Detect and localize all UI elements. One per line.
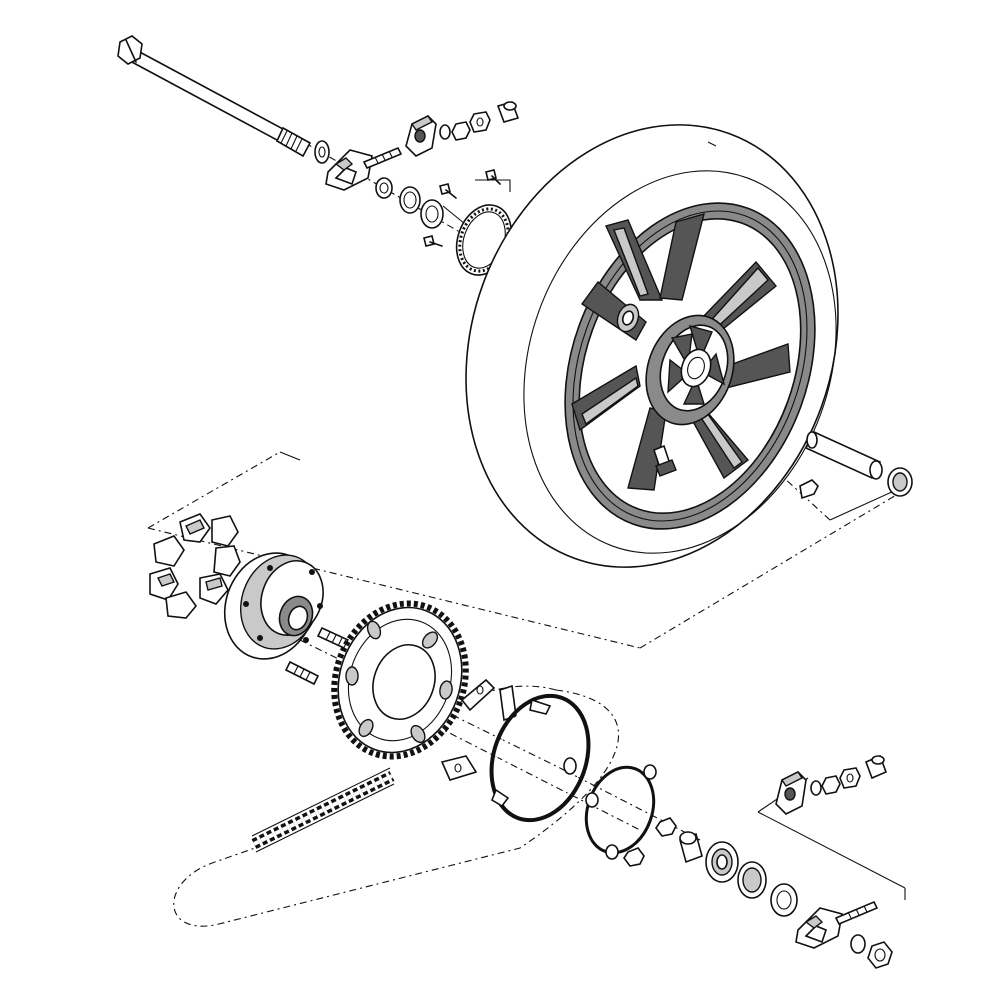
carrier-collar [679,831,703,864]
sensor-ring-screws [423,169,501,247]
carrier-seal [770,883,798,917]
adjuster-block-right [775,771,807,815]
axle-collar-left [375,177,393,199]
carrier-bearing [705,841,767,899]
chain-adjuster-right [795,900,879,949]
carrier-studs [284,626,350,686]
axle-spacer-right [804,430,883,480]
wheel-bearing-left [399,186,444,229]
axle-nut [850,934,893,969]
axle-washer [314,140,330,164]
lock-washers [440,678,517,781]
chain-guard-ring [489,693,591,823]
carrier-cover [584,764,657,860]
chain-adjuster-left [325,146,403,191]
hub-dampers [149,513,241,619]
wheel-spokes [571,212,791,491]
valve-stem [653,444,677,477]
rear-axle [117,35,312,158]
sprocket-nuts [623,817,677,867]
sprocket-carrier [223,552,324,660]
rear-wheel-rim [564,202,816,530]
axle-clip [799,479,819,500]
dust-seal-right [887,467,913,497]
adjuster-nuts-right [810,754,888,796]
wheel-hub [645,314,735,426]
drive-chain [251,767,395,853]
rear-sprocket [331,600,469,760]
adjuster-nuts-left [439,101,520,141]
adjuster-block-left [405,115,437,157]
